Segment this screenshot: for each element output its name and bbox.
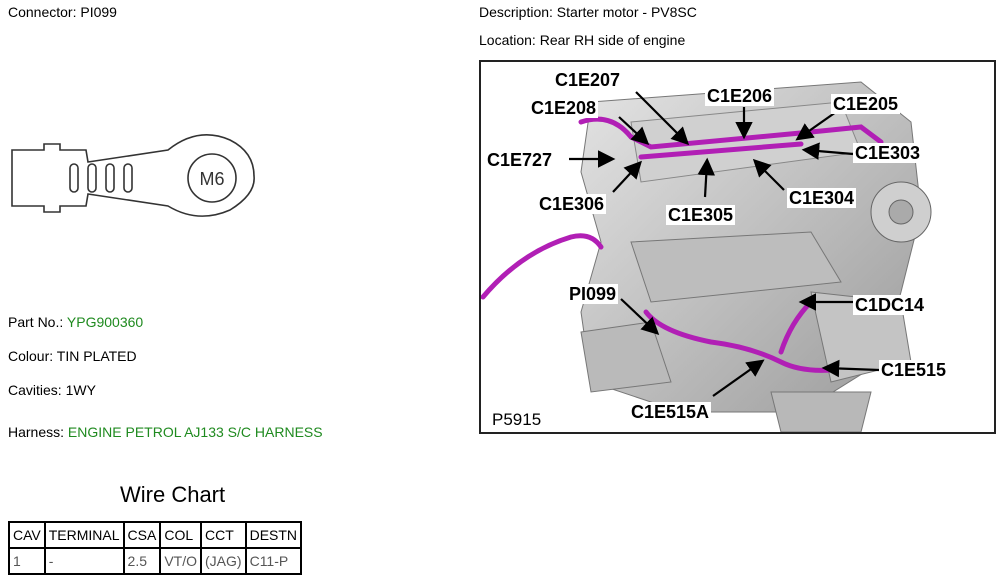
engine-illustration — [481, 81, 932, 432]
part-number-label: Part No.: — [8, 314, 67, 330]
callout-c1e205: C1E205 — [831, 94, 901, 114]
wire-chart-table: CAV TERMINAL CSA COL CCT DESTN 1 - 2.5 V… — [8, 521, 303, 575]
harness-value[interactable]: ENGINE PETROL AJ133 S/C HARNESS — [67, 424, 323, 440]
harness-label: Harness: — [8, 424, 68, 440]
callout-c1e208: C1E208 — [529, 98, 599, 118]
header-csa: CSA — [122, 521, 162, 549]
harness: Harness: ENGINE PETROL AJ133 S/C HARNESS — [8, 424, 323, 440]
cell-csa: 2.5 — [122, 547, 162, 575]
header-cav: CAV — [8, 521, 46, 549]
cell-col: VT/O — [159, 547, 203, 575]
table-row: 1 - 2.5 VT/O (JAG) C11-P — [8, 547, 303, 575]
ring-terminal-drawing: M6 — [11, 134, 255, 217]
description-label: Description: Starter motor - PV8SC — [479, 4, 697, 20]
cavities: Cavities: 1WY — [8, 382, 96, 398]
cell-cav: 1 — [8, 547, 46, 575]
callout-c1e727: C1E727 — [485, 150, 555, 170]
callout-c1e515: C1E515 — [879, 360, 949, 380]
callout-c1e515a: C1E515A — [629, 402, 712, 422]
terminal-marking: M6 — [199, 169, 224, 189]
callout-c1e206: C1E206 — [705, 86, 775, 106]
figure-id: P5915 — [489, 410, 545, 430]
callout-c1e207: C1E207 — [553, 70, 623, 90]
cell-destn: C11-P — [244, 547, 303, 575]
part-number-value[interactable]: YPG900360 — [66, 314, 144, 330]
wire-chart-header-row: CAV TERMINAL CSA COL CCT DESTN — [8, 521, 303, 549]
header-col: COL — [159, 521, 203, 549]
header-destn: DESTN — [244, 521, 303, 549]
header-terminal: TERMINAL — [43, 521, 125, 549]
callout-c1dc14: C1DC14 — [853, 295, 927, 315]
header-cct: CCT — [200, 521, 247, 549]
location-label: Location: Rear RH side of engine — [479, 32, 686, 48]
wire-chart-title: Wire Chart — [120, 482, 226, 507]
callout-c1e305: C1E305 — [666, 205, 736, 225]
cell-terminal: - — [43, 547, 125, 575]
cell-cct: (JAG) — [200, 547, 247, 575]
callout-c1e304: C1E304 — [787, 188, 857, 208]
connector-label: Connector: PI099 — [8, 4, 117, 20]
colour: Colour: TIN PLATED — [8, 348, 137, 364]
engine-location-figure: C1E207 C1E206 C1E205 C1E208 C1E727 C1E30… — [479, 60, 996, 434]
callout-pi099: PI099 — [567, 284, 619, 304]
callout-c1e303: C1E303 — [853, 143, 923, 163]
callout-c1e306: C1E306 — [537, 194, 607, 214]
part-number: Part No.: YPG900360 — [8, 314, 143, 330]
